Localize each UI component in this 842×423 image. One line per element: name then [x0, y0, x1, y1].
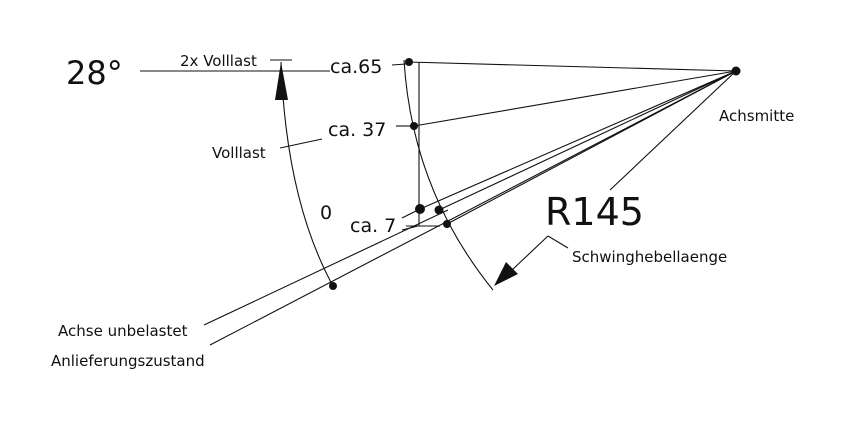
axle-center-dot — [731, 66, 741, 76]
zero-label: 0 — [320, 202, 332, 224]
point-ca65 — [405, 58, 413, 66]
leader-r145-b — [511, 235, 549, 271]
swing-arm-arc — [403, 59, 494, 291]
radial-line-r145 — [609, 70, 737, 191]
swing-arm-length-label: Schwinghebellaenge — [572, 248, 727, 266]
angle-arrowhead — [275, 62, 288, 100]
ca37-label: ca. 37 — [328, 119, 386, 141]
radial-line-ca65 — [407, 61, 737, 72]
radial-line-ca37 — [413, 70, 737, 127]
leader-ca65 — [391, 63, 407, 66]
full-load-label: Volllast — [212, 144, 266, 162]
axle-center-label: Achsmitte — [719, 107, 794, 125]
point-axle-unloaded — [329, 282, 337, 290]
ca7-label: ca. 7 — [350, 215, 396, 237]
leader-ca7-a — [401, 209, 419, 219]
point-bottom — [443, 220, 451, 228]
point-zero — [415, 204, 425, 214]
delivery-state-line — [209, 70, 737, 346]
point-ca37 — [410, 122, 418, 130]
angle-label: 28° — [66, 54, 123, 92]
delivery-state-label: Anlieferungszustand — [51, 352, 205, 370]
radius-label: R145 — [545, 190, 644, 234]
leader-ca7-b — [401, 225, 419, 231]
radial-line-ca7 — [438, 70, 737, 211]
leader-r145 — [547, 235, 569, 249]
pivot-points — [329, 58, 741, 290]
angle-arc — [280, 61, 334, 287]
full-load-2x-label: 2x Volllast — [180, 52, 257, 70]
point-ca7 — [434, 205, 444, 215]
axle-unloaded-label: Achse unbelastet — [58, 322, 188, 340]
r145-arrowhead — [494, 262, 518, 286]
radial-line-zero — [419, 70, 737, 210]
leader-volllast — [279, 138, 323, 149]
ca65-label: ca.65 — [330, 56, 382, 78]
